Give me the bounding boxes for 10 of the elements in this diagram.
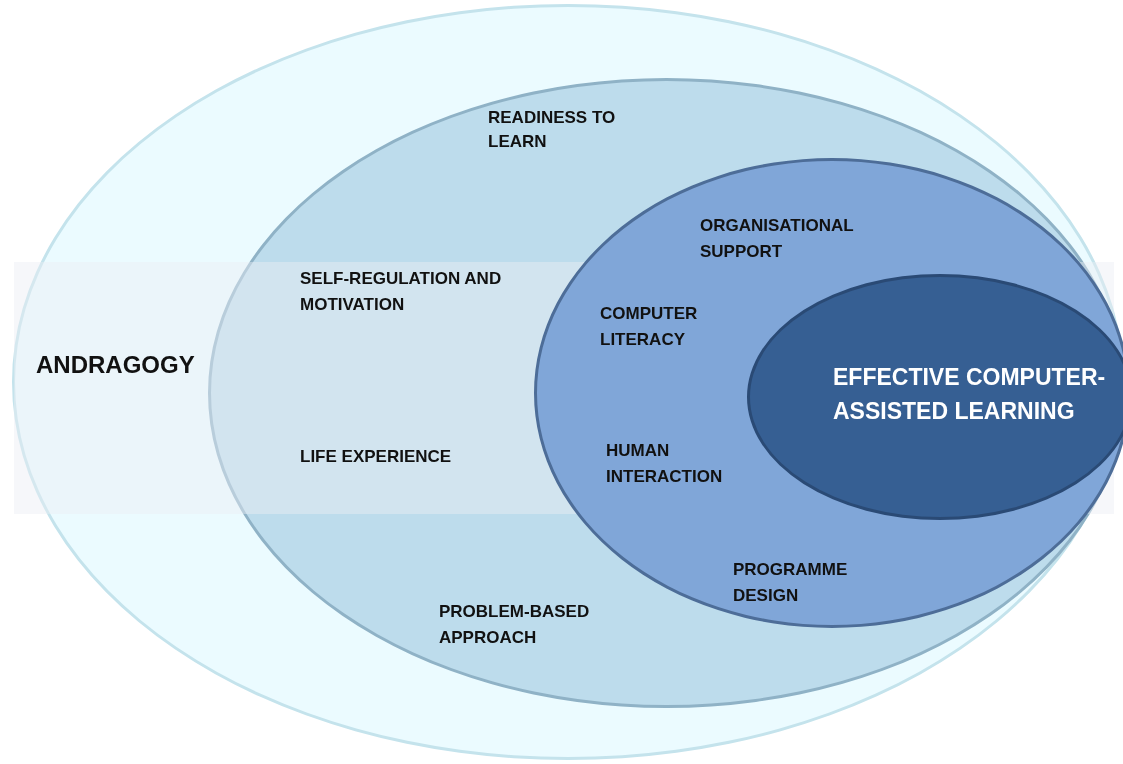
node-label: EFFECTIVE COMPUTER-ASSISTED LEARNING	[833, 363, 1107, 426]
node-label: LIFE EXPERIENCE	[300, 446, 453, 468]
node-label: ORGANISATIONAL SUPPORT	[700, 215, 855, 263]
node-label: READINESS TO LEARN	[488, 107, 617, 153]
node-label: PROGRAMME DESIGN	[733, 559, 849, 607]
node-label: SELF-REGULATION AND MOTIVATION	[300, 268, 503, 316]
heading-label: ANDRAGOGY	[36, 350, 196, 380]
node-label: PROBLEM-BASED APPROACH	[439, 601, 591, 649]
node-label: HUMAN INTERACTION	[606, 440, 724, 488]
node-label: COMPUTER LITERACY	[600, 303, 699, 351]
